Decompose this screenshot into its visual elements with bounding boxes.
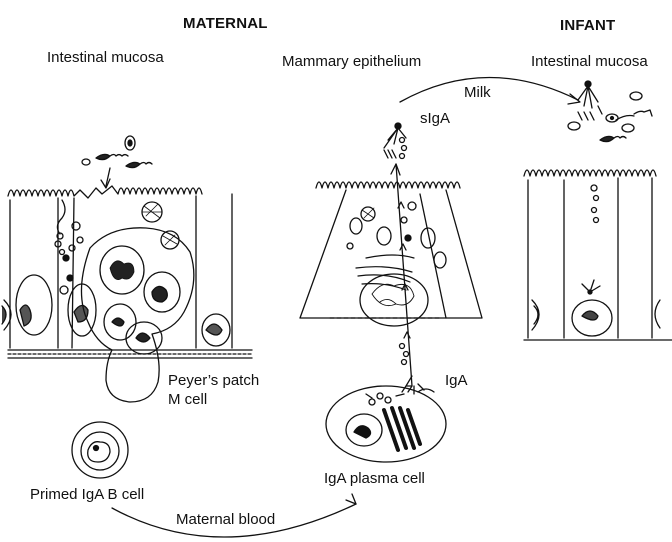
- milk-label: Milk: [464, 85, 491, 100]
- maternal-intestinal-epithelium: [2, 136, 252, 402]
- mammary-microvilli: [316, 182, 460, 188]
- m-cell-label: M cell: [168, 392, 207, 407]
- infant-intestinal-epithelium: [524, 81, 672, 340]
- iga-label: IgA: [445, 373, 468, 388]
- infant-intestinal-mucosa-label: Intestinal mucosa: [531, 54, 648, 69]
- mammary-epithelium-label: Mammary epithelium: [282, 54, 421, 69]
- siga-label: sIgA: [420, 111, 450, 126]
- maternal-header: MATERNAL: [183, 16, 268, 31]
- iga-plasma-cell-label: IgA plasma cell: [324, 471, 425, 486]
- iga-plasma-cell-drawing: [326, 386, 446, 462]
- infant-header: INFANT: [560, 18, 615, 33]
- mammary-epithelium-drawing: [300, 123, 482, 394]
- maternal-microvilli: [8, 186, 202, 198]
- primed-iga-b-cell-drawing: [72, 422, 128, 478]
- primed-iga-b-cell-label: Primed IgA B cell: [30, 487, 144, 502]
- infant-microvilli: [524, 170, 656, 176]
- maternal-intestinal-mucosa-label: Intestinal mucosa: [47, 50, 164, 65]
- maternal-blood-label: Maternal blood: [176, 512, 275, 527]
- peyers-patch-label: Peyer’s patch: [168, 373, 259, 388]
